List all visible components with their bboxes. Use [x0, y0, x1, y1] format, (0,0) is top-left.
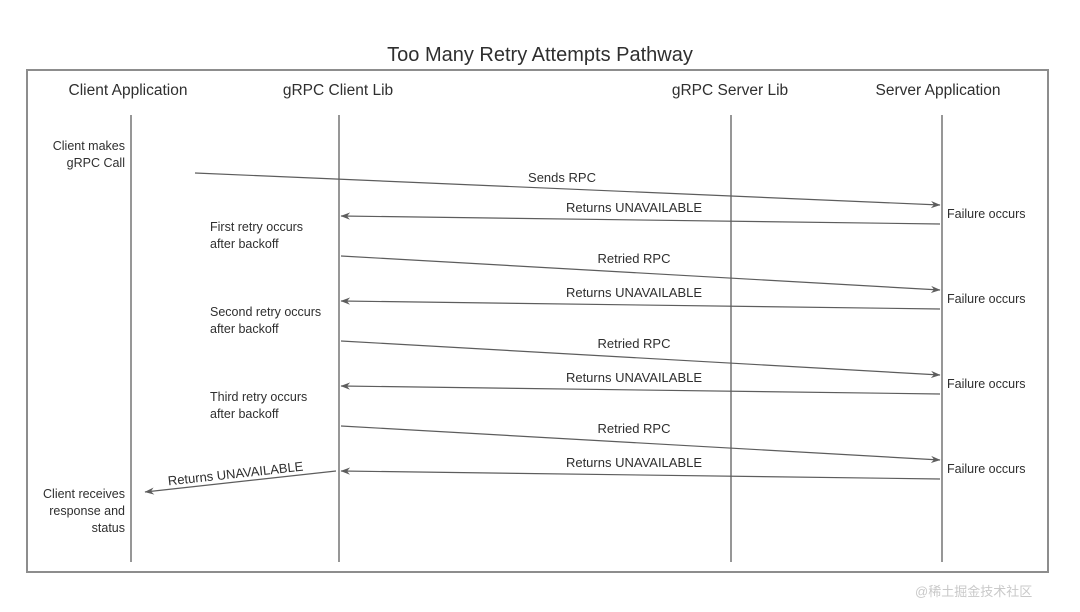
message-arrow-retried-rpc-1 — [340, 255, 941, 294]
diagram-title: Too Many Retry Attempts Pathway — [387, 44, 693, 66]
messages-group: Sends RPC Returns UNAVAILABLE Retried RPC R… — [144, 170, 941, 495]
note-failure-occurs-3-line-1: Failure occurs — [947, 377, 1026, 391]
watermark: @稀土掘金技术社区 — [915, 584, 1032, 599]
note-failure-occurs-1-line-1: Failure occurs — [947, 207, 1026, 221]
message-arrow-retried-rpc-2 — [340, 340, 941, 379]
note-second-retry-note-line-1: Second retry occurs — [210, 305, 321, 319]
message-label-returns-unavailable-2: Returns UNAVAILABLE — [566, 285, 702, 300]
note-failure-occurs-4-line-1: Failure occurs — [947, 462, 1026, 476]
note-third-retry-note-line-2: after backoff — [210, 407, 279, 421]
message-arrow-returns-unavailable-3 — [340, 382, 941, 395]
message-label-retried-rpc-1: Retried RPC — [598, 251, 671, 266]
participant-label-grpc-client-lib: gRPC Client Lib — [283, 82, 393, 99]
note-client-makes-call-line-1: Client makes — [53, 139, 125, 153]
message-arrow-retried-rpc-3 — [340, 425, 941, 464]
message-arrow-returns-unavailable-1 — [340, 212, 941, 225]
message-label-returns-unavailable-4: Returns UNAVAILABLE — [566, 455, 702, 470]
participant-label-client-application: Client Application — [69, 82, 188, 99]
participant-label-grpc-server-lib: gRPC Server Lib — [672, 82, 788, 99]
note-failure-occurs-2-line-1: Failure occurs — [947, 292, 1026, 306]
message-label-returns-unavailable-1: Returns UNAVAILABLE — [566, 200, 702, 215]
note-client-receives-response-line-2: response and — [49, 504, 125, 518]
note-client-makes-call-line-2: gRPC Call — [67, 156, 125, 170]
participant-label-server-application: Server Application — [876, 82, 1001, 99]
note-third-retry-note-line-1: Third retry occurs — [210, 390, 307, 404]
message-label-retried-rpc-2: Retried RPC — [598, 336, 671, 351]
note-client-receives-response-line-1: Client receives — [43, 487, 125, 501]
participants-group: Client Application gRPC Client Lib gRPC Se… — [69, 82, 1001, 562]
message-label-sends-rpc: Sends RPC — [528, 170, 596, 185]
diagram-frame — [26, 69, 1049, 573]
note-client-receives-response-line-3: status — [92, 521, 125, 535]
message-label-returns-unavailable-3: Returns UNAVAILABLE — [566, 370, 702, 385]
message-label-retried-rpc-3: Retried RPC — [598, 421, 671, 436]
message-arrow-sends-rpc — [194, 172, 941, 209]
message-arrow-returns-unavailable-2 — [340, 297, 941, 310]
note-first-retry-note-line-2: after backoff — [210, 237, 279, 251]
note-second-retry-note-line-2: after backoff — [210, 322, 279, 336]
message-arrow-returns-unavailable-client — [144, 470, 337, 495]
message-arrow-returns-unavailable-4 — [340, 467, 941, 480]
note-first-retry-note-line-1: First retry occurs — [210, 220, 303, 234]
